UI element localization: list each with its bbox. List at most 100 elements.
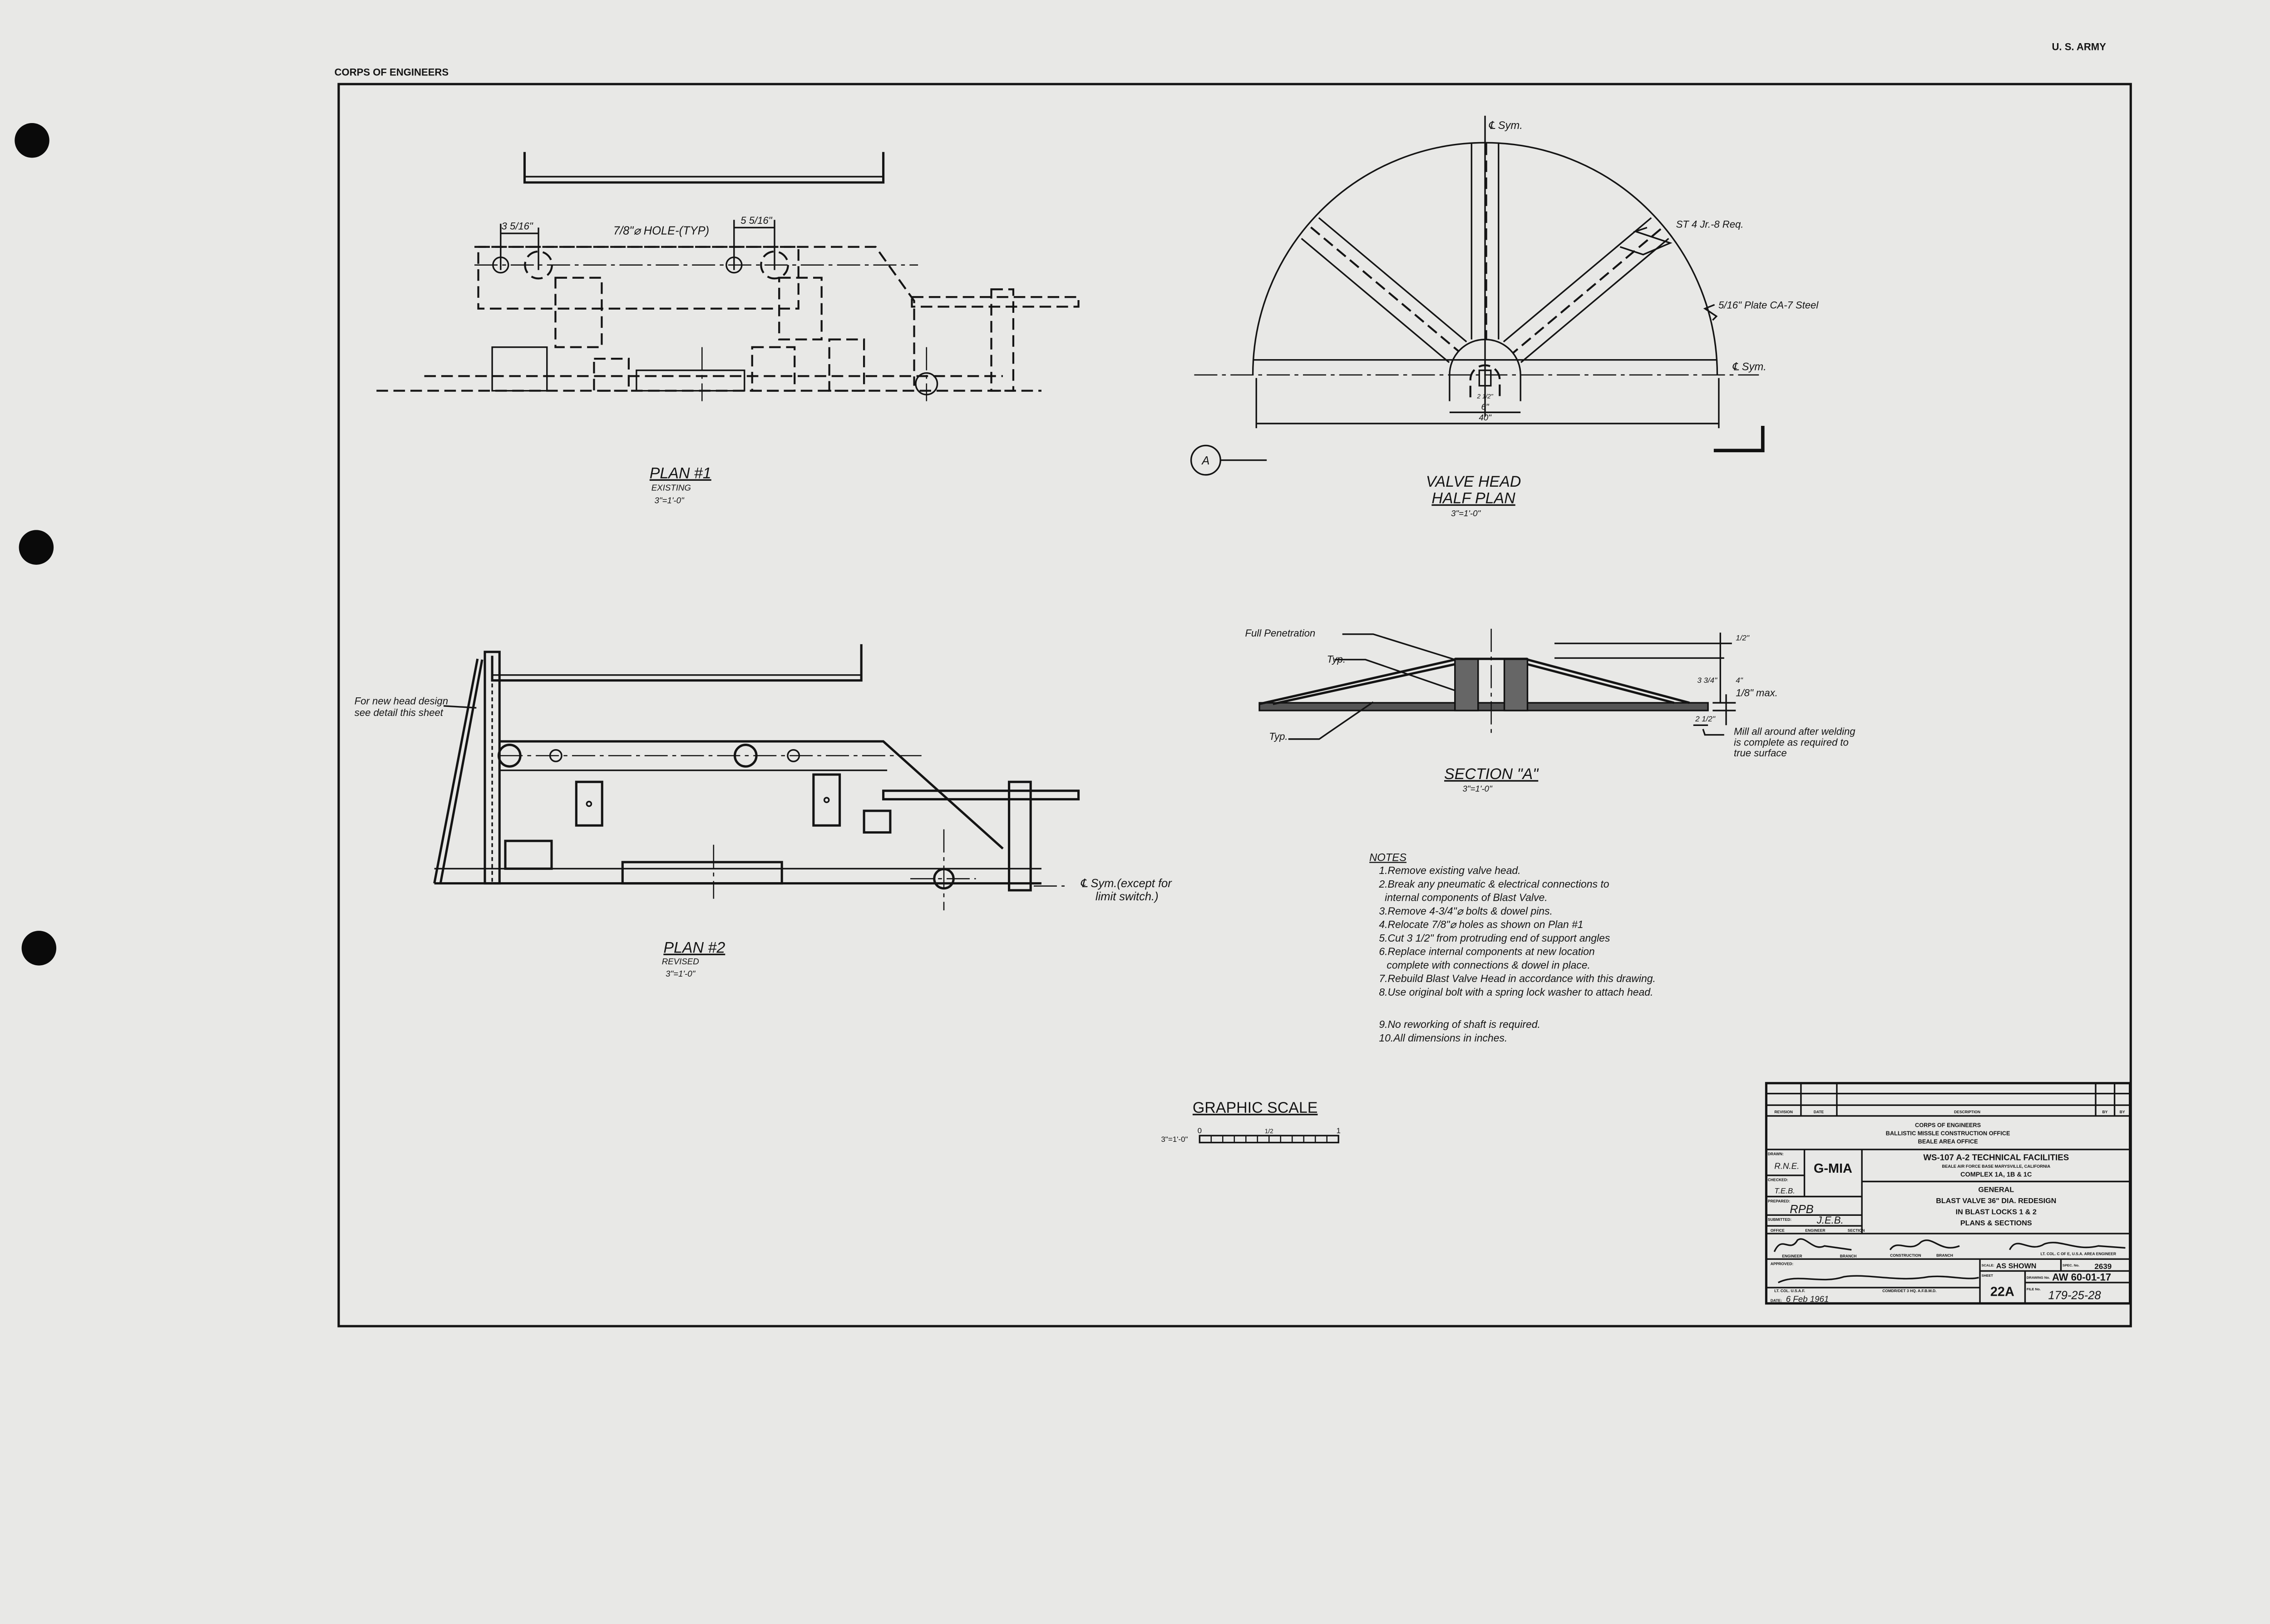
office-row-label: SECTION: [1848, 1228, 1865, 1233]
spoke-right: [1503, 217, 1669, 363]
drawing-code: G-MIA: [1814, 1161, 1852, 1176]
punch-hole: [21, 931, 57, 966]
plan2-note-line-2: see detail this sheet: [355, 707, 444, 718]
project-line: COMPLEX 1A, 1B & 1C: [1960, 1171, 2032, 1178]
drawing-title-line: IN BLAST LOCKS 1 & 2: [1956, 1208, 2037, 1216]
drawn-label: DRAWN:: [1768, 1152, 1784, 1156]
spoke-left: [1301, 217, 1467, 363]
note-item: internal components of Blast Valve.: [1385, 892, 1547, 903]
section-a-drawing: [1258, 628, 1736, 740]
rev-header: BY: [2120, 1110, 2125, 1114]
title-block: REVISION DATE DESCRIPTION BY BY CORPS OF…: [1765, 1082, 2132, 1305]
sa-mill-line-1: Mill all around after welding: [1734, 726, 1855, 737]
scale-tick-1: 1: [1336, 1126, 1340, 1135]
note-item: 6.Replace internal components at new loc…: [1379, 946, 1594, 958]
note-item: complete with connections & dowel in pla…: [1387, 959, 1590, 971]
note-item: 10.All dimensions in inches.: [1379, 1032, 1507, 1044]
scale-value: AS SHOWN: [1996, 1262, 2037, 1270]
drawing-title-line: BLAST VALVE 36" DIA. REDESIGN: [1936, 1197, 2056, 1205]
punch-hole: [15, 123, 49, 158]
prepared-label: PREPARED:: [1768, 1199, 1791, 1203]
plan2-subtitle: REVISED: [662, 957, 699, 966]
sa-dim-edge: 2 1/2": [1695, 715, 1716, 723]
sig-caption: BRANCH: [1936, 1253, 1953, 1258]
file-no-label: FILE No.: [2027, 1287, 2041, 1291]
sa-dim-top: 1/2": [1736, 633, 1750, 642]
rev-header: DATE: [1814, 1110, 1824, 1114]
approved-caption: LT. COL. U.S.A.F.: [1774, 1288, 1805, 1293]
drawing-no-label: DRAWING No.: [2027, 1275, 2050, 1279]
plan1-hole-note: 7/8"⌀ HOLE-(TYP): [613, 225, 709, 237]
vh-title: VALVE HEAD: [1426, 473, 1521, 490]
checked-by: T.E.B.: [1774, 1187, 1795, 1195]
header-left: CORPS OF ENGINEERS: [335, 67, 449, 78]
note-item: 9.No reworking of shaft is required.: [1379, 1018, 1540, 1030]
plan1-scale: 3"=1'-0": [655, 496, 685, 505]
graphic-scale-title: GRAPHIC SCALE: [1193, 1099, 1318, 1116]
plan-2-drawing: [433, 644, 1080, 911]
sig-caption: BRANCH: [1840, 1254, 1857, 1259]
plan1-subtitle: EXISTING: [651, 483, 691, 493]
valve-head-half-plan: [1190, 115, 1765, 476]
vh-plate-label: 5/16" Plate CA-7 Steel: [1718, 300, 1819, 311]
scale-label: SCALE:: [1981, 1263, 1994, 1267]
date-label: DATE:: [1771, 1298, 1782, 1303]
sa-dim-h2: 4": [1736, 676, 1743, 685]
office-row-label: ENGINEER: [1805, 1228, 1825, 1233]
plan1-title: PLAN #1: [650, 465, 711, 482]
graphic-scale: GRAPHIC SCALE 3"=1'-0" 0 1/2 1: [1161, 1099, 1341, 1144]
notes-block: NOTES 1.Remove existing valve head. 2.Br…: [1369, 851, 1656, 1044]
submitted-label: SUBMITTED:: [1768, 1217, 1791, 1222]
note-item: 3.Remove 4-3/4"⌀ bolts & dowel pins.: [1379, 905, 1553, 917]
binder-holes: [15, 123, 57, 966]
sheet-value: 22A: [1990, 1285, 2014, 1299]
sig-caption: ENGINEER: [1782, 1254, 1802, 1259]
vh-cl-right: ℄ Sym.: [1732, 361, 1767, 373]
plan2-note-line-1: For new head design: [355, 695, 448, 706]
punch-hole: [19, 530, 54, 565]
sig-caption: LT. COL. C OF E, U.S.A. AREA ENGINEER: [2040, 1252, 2116, 1256]
signatures: [1773, 1238, 2126, 1283]
spec-value: 2639: [2094, 1262, 2112, 1271]
checked-label: CHECKED:: [1768, 1178, 1788, 1182]
file-no-value: 179-25-28: [2048, 1289, 2101, 1302]
plan1-dim-right: 5 5/16": [740, 215, 772, 226]
drawing-title-line: PLANS & SECTIONS: [1960, 1219, 2032, 1227]
vh-dim-hub: 6": [1481, 402, 1490, 411]
note-item: 8.Use original bolt with a spring lock w…: [1379, 986, 1653, 998]
sa-typ-upper: Typ.: [1327, 654, 1346, 665]
spec-label: SPEC. No.: [2063, 1263, 2079, 1267]
note-item: 1.Remove existing valve head.: [1379, 864, 1520, 876]
vh-stiffener-label: ST 4 Jr.-8 Req.: [1676, 218, 1744, 230]
vh-cl-top: ℄ Sym.: [1488, 119, 1523, 132]
scale-tick-half: 1/2: [1265, 1128, 1273, 1135]
sa-title: SECTION "A": [1444, 765, 1539, 783]
note-item: 4.Relocate 7/8"⌀ holes as shown on Plan …: [1379, 918, 1583, 930]
sheet-label: SHEET: [1981, 1274, 1993, 1278]
notes-title: NOTES: [1369, 851, 1406, 864]
office-line: CORPS OF ENGINEERS: [1915, 1122, 1981, 1129]
graphic-scale-ratio: 3"=1'-0": [1161, 1135, 1188, 1144]
plan2-scale: 3"=1'-0": [666, 969, 696, 978]
sig-caption: CONSTRUCTION: [1890, 1253, 1921, 1258]
sa-scale: 3"=1'-0": [1462, 784, 1493, 793]
office-row-label: OFFICE: [1771, 1228, 1785, 1233]
drawing-no-value: AW 60-01-17: [2052, 1272, 2111, 1283]
engineering-drawing-sheet: CORPS OF ENGINEERS U. S. ARMY 3 5/16": [0, 0, 2270, 1380]
scale-tick-0: 0: [1198, 1126, 1202, 1135]
submitted-by: J.E.B.: [1816, 1214, 1844, 1226]
rev-header: REVISION: [1774, 1110, 1793, 1114]
sa-dim-max: 1/8" max.: [1736, 687, 1778, 699]
project-line: WS-107 A-2 TECHNICAL FACILITIES: [1923, 1153, 2069, 1162]
paper-background: [0, 0, 2270, 1380]
rev-header: BY: [2102, 1110, 2107, 1114]
note-item: 2.Break any pneumatic & electrical conne…: [1378, 878, 1609, 890]
plan2-title: PLAN #2: [663, 939, 725, 957]
drawing-title-line: GENERAL: [1978, 1185, 2014, 1194]
note-item: 7.Rebuild Blast Valve Head in accordance…: [1379, 972, 1655, 984]
sa-typ-lower: Typ.: [1269, 731, 1288, 742]
vh-dim-overall: 40": [1479, 413, 1492, 422]
header-right: U. S. ARMY: [2052, 41, 2106, 52]
vh-section-marker: A: [1201, 454, 1209, 467]
spoke-vertical: [1471, 143, 1500, 340]
